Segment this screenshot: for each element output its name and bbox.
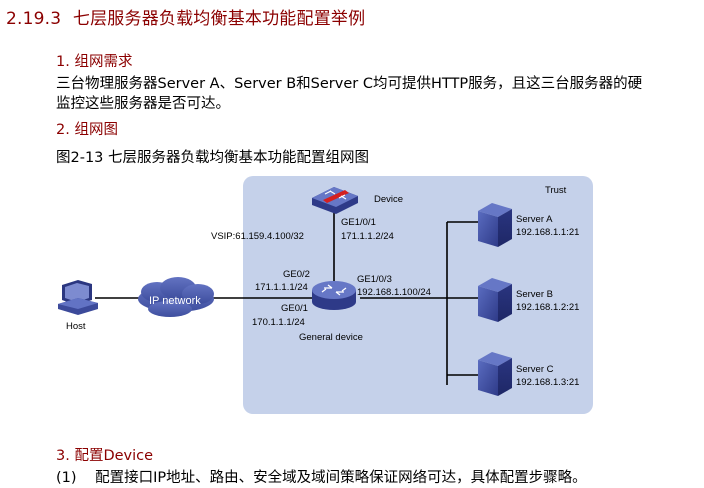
server-c-icon: [478, 352, 512, 396]
device-icon: [312, 187, 358, 214]
device-label: Device: [374, 194, 403, 205]
device-ip: 171.1.1.2/24: [341, 231, 394, 242]
section-number: 2.19.3: [6, 9, 62, 29]
subsection-diagram: 2. 组网图: [56, 122, 118, 138]
server-b-addr: 192.168.1.2:21: [516, 302, 579, 313]
general-ip-left: 170.1.1.1/24: [252, 317, 305, 328]
section-title: 七层服务器负载均衡基本功能配置举例: [72, 9, 366, 29]
device-port: GE1/0/1: [341, 217, 376, 228]
server-b-name: Server B: [516, 289, 553, 300]
section-heading: 2.19.3 七层服务器负载均衡基本功能配置举例: [6, 4, 365, 29]
server-a-addr: 192.168.1.1:21: [516, 227, 579, 238]
general-device-label: General device: [299, 332, 363, 343]
trust-zone-label: Trust: [545, 185, 567, 196]
general-ip-right: 192.168.1.100/24: [357, 287, 431, 298]
server-c-name: Server C: [516, 364, 554, 375]
requirements-line-1: 三台物理服务器Server A、Server B和Server C均可提供HTT…: [56, 76, 643, 92]
host-label: Host: [66, 321, 86, 332]
general-ip-up: 171.1.1.1/24: [255, 282, 308, 293]
subsection-requirements: 1. 组网需求: [56, 54, 133, 70]
step-1: (1) 配置接口IP地址、路由、安全域及域间策略保证网络可达，具体配置步骤略。: [56, 466, 587, 487]
general-port-right: GE1/0/3: [357, 274, 392, 285]
step-1-text: 配置接口IP地址、路由、安全域及域间策略保证网络可达，具体配置步骤略。: [95, 470, 587, 486]
step-1-number: (1): [56, 470, 77, 486]
figure-caption: 图2-13 七层服务器负载均衡基本功能配置组网图: [56, 150, 370, 166]
device-vsip: VSIP:61.159.4.100/32: [211, 231, 304, 242]
ip-network-label: IP network: [149, 295, 201, 307]
server-b-icon: [478, 278, 512, 322]
server-a-icon: [478, 203, 512, 247]
host-computer-icon: [58, 280, 98, 315]
subsection-config: 3. 配置Device: [56, 448, 154, 464]
ip-network-cloud-icon: [138, 277, 214, 317]
general-device-icon: [312, 281, 356, 310]
general-port-up: GE0/2: [283, 269, 310, 280]
server-c-addr: 192.168.1.3:21: [516, 377, 579, 388]
general-port-left: GE0/1: [281, 303, 308, 314]
server-a-name: Server A: [516, 214, 553, 225]
requirements-line-2: 监控这些服务器是否可达。: [56, 96, 230, 112]
